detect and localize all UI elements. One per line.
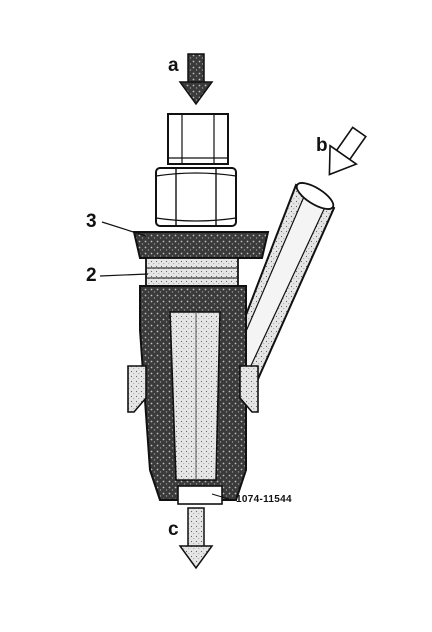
leader-line-figure-code (211, 493, 233, 501)
label-c: c (168, 519, 179, 540)
label-a: a (168, 55, 179, 76)
seal-cap-part-3 (132, 231, 270, 259)
outlet-tip (177, 485, 223, 505)
label-b: b (316, 135, 328, 156)
inlet-arrow-b (328, 126, 367, 176)
retaining-clip-left (127, 365, 147, 413)
injector-body (139, 285, 247, 501)
leader-line-part-2 (99, 273, 149, 277)
outlet-arrow-c (178, 507, 214, 570)
figure-code: 1074-11544 (236, 494, 292, 505)
fuel-line-fitting (167, 113, 229, 165)
filter-part-2 (145, 257, 239, 287)
angled-inlet-tube (222, 182, 336, 390)
leader-line-part-3 (101, 221, 147, 237)
hex-nut (155, 167, 237, 227)
inlet-arrow-a (178, 53, 214, 106)
label-part-3: 3 (86, 211, 97, 232)
label-part-2: 2 (86, 265, 97, 286)
retaining-clip-right (239, 365, 259, 413)
